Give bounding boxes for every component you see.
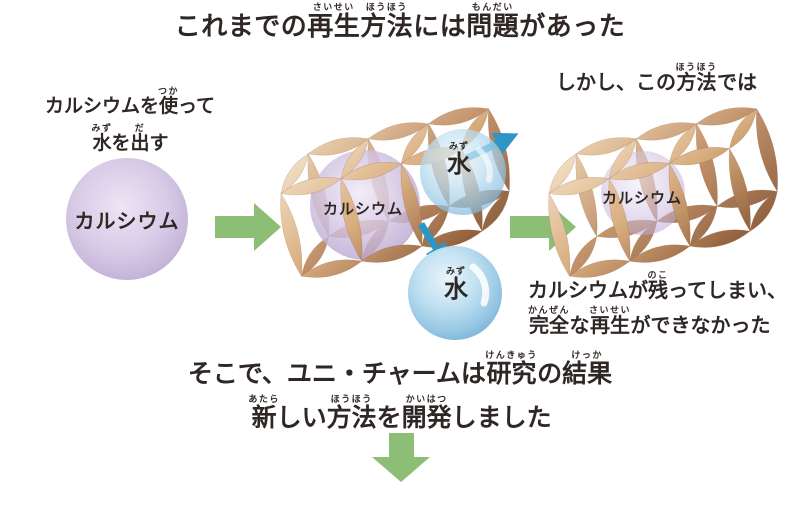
residual-calcium-label: カルシウム <box>601 190 682 207</box>
cage-calcium-label: カルシウム <box>322 201 403 218</box>
water-sphere-top <box>420 129 506 215</box>
left-caption: カルシウムを使つかって 水みずを出だす <box>18 86 242 161</box>
water-bottom-label: 水みず <box>444 266 468 303</box>
calcium-inside-cage <box>310 150 420 260</box>
water-top-label: 水みず <box>447 141 471 178</box>
polymer-cage-with-water <box>266 100 525 340</box>
conclusion-text: そこで、ユニ・チャームは研究けんきゅうの結果けっか 新あたらしい方法ほうほうを開… <box>0 350 800 437</box>
left-caption-line1: カルシウムを使つかって <box>44 86 216 117</box>
right-arrow-icon <box>215 203 281 251</box>
calcium-sphere: カルシウム <box>66 158 188 280</box>
result-caption: カルシウムが残のこってしまい、 完全かんぜんな再生さいせいができなかった <box>528 270 800 341</box>
water-sphere-bottom <box>408 246 502 340</box>
down-arrow-icon <box>372 433 430 482</box>
calcium-sphere-label: カルシウム <box>74 210 180 233</box>
method-heading: しかし、この方法ほうほうでは <box>556 62 757 94</box>
conclusion-line1: そこで、ユニ・チャームは研究けんきゅうの結果けっか <box>187 350 613 388</box>
page-title: これまでの再生さいせい方法ほうほうには問題もんだいがあった <box>174 2 626 41</box>
conclusion-line2: 新あたらしい方法ほうほうを開発かいはつしました <box>248 393 552 432</box>
left-caption-line2: 水みずを出だす <box>91 123 169 155</box>
polymer-cage-residual <box>534 100 793 285</box>
result-caption-line2: 完全かんぜんな再生さいせいができなかった <box>528 305 771 338</box>
result-caption-line1: カルシウムが残のこってしまい、 <box>528 270 787 302</box>
